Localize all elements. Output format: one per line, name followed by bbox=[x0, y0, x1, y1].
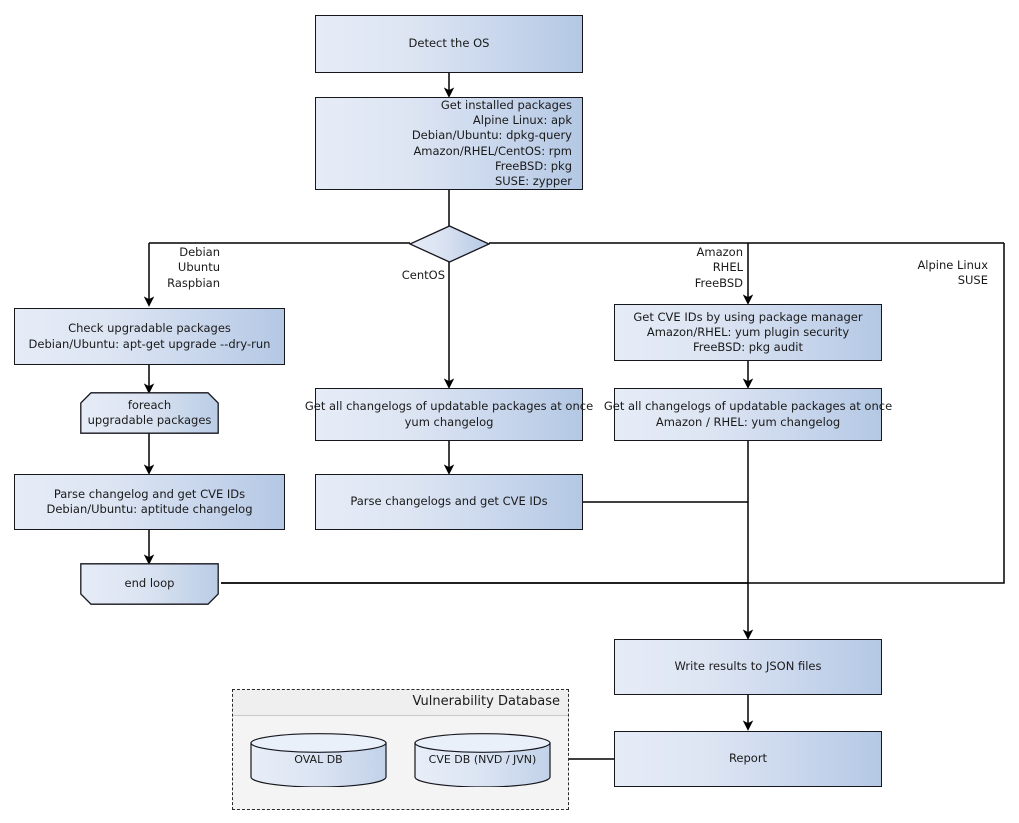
node-changelogs-centos-label: Get all changelogs of updatable packages… bbox=[304, 399, 594, 429]
node-oval-db[interactable]: OVAL DB bbox=[250, 733, 387, 787]
group-title-bar bbox=[233, 690, 568, 716]
node-check-upgradable-packages-label: Check upgradable packages Debian/Ubuntu:… bbox=[28, 321, 271, 351]
group-title-label: Vulnerability Database bbox=[412, 694, 560, 709]
loop-end-shape bbox=[80, 563, 219, 605]
node-end-loop[interactable]: end loop bbox=[80, 563, 219, 605]
node-changelogs-rhel-label: Get all changelogs of updatable packages… bbox=[603, 399, 893, 429]
edge-label-debian: Debian Ubuntu Raspbian bbox=[167, 245, 220, 290]
node-detect-os[interactable]: Detect the OS bbox=[315, 15, 583, 73]
node-write-json-label: Write results to JSON files bbox=[674, 659, 822, 674]
diamond-shape bbox=[409, 225, 490, 263]
node-parse-changelog-debian[interactable]: Parse changelog and get CVE IDs Debian/U… bbox=[14, 474, 285, 530]
loop-start-shape bbox=[80, 392, 219, 434]
node-get-installed-packages[interactable]: Get installed packages Alpine Linux: apk… bbox=[315, 97, 583, 190]
node-parse-changelogs-centos[interactable]: Parse changelogs and get CVE IDs bbox=[315, 474, 583, 530]
node-get-installed-packages-label: Get installed packages Alpine Linux: apk… bbox=[411, 97, 572, 189]
node-oval-db-label: OVAL DB bbox=[294, 752, 343, 766]
edge-label-amazon: Amazon RHEL FreeBSD bbox=[694, 245, 743, 290]
database-cylinder-icon bbox=[414, 733, 551, 787]
node-parse-changelog-debian-label: Parse changelog and get CVE IDs Debian/U… bbox=[46, 486, 253, 516]
node-os-decision[interactable] bbox=[409, 225, 490, 263]
node-changelogs-centos[interactable]: Get all changelogs of updatable packages… bbox=[305, 388, 593, 441]
database-cylinder-icon bbox=[250, 733, 387, 787]
node-parse-changelogs-centos-label: Parse changelogs and get CVE IDs bbox=[350, 494, 548, 509]
node-cve-db[interactable]: CVE DB (NVD / JVN) bbox=[414, 733, 551, 787]
edge-label-alpine: Alpine Linux SUSE bbox=[917, 258, 988, 288]
node-detect-os-label: Detect the OS bbox=[408, 36, 490, 51]
node-check-upgradable-packages[interactable]: Check upgradable packages Debian/Ubuntu:… bbox=[14, 308, 285, 365]
node-report-label: Report bbox=[728, 751, 768, 766]
node-get-cve-package-manager[interactable]: Get CVE IDs by using package manager Ama… bbox=[614, 304, 882, 361]
node-end-loop-label: end loop bbox=[124, 576, 175, 591]
node-changelogs-rhel[interactable]: Get all changelogs of updatable packages… bbox=[604, 388, 892, 441]
edge-label-centos: CentOS bbox=[401, 268, 445, 282]
node-foreach-loop[interactable]: foreach upgradable packages bbox=[80, 392, 219, 434]
node-os-decision-label bbox=[409, 225, 490, 263]
node-cve-db-label: CVE DB (NVD / JVN) bbox=[428, 752, 537, 766]
node-write-json[interactable]: Write results to JSON files bbox=[614, 639, 882, 695]
node-get-cve-package-manager-label: Get CVE IDs by using package manager Ama… bbox=[633, 309, 863, 355]
node-foreach-loop-label: foreach upgradable packages bbox=[87, 397, 212, 427]
node-report[interactable]: Report bbox=[614, 731, 882, 787]
